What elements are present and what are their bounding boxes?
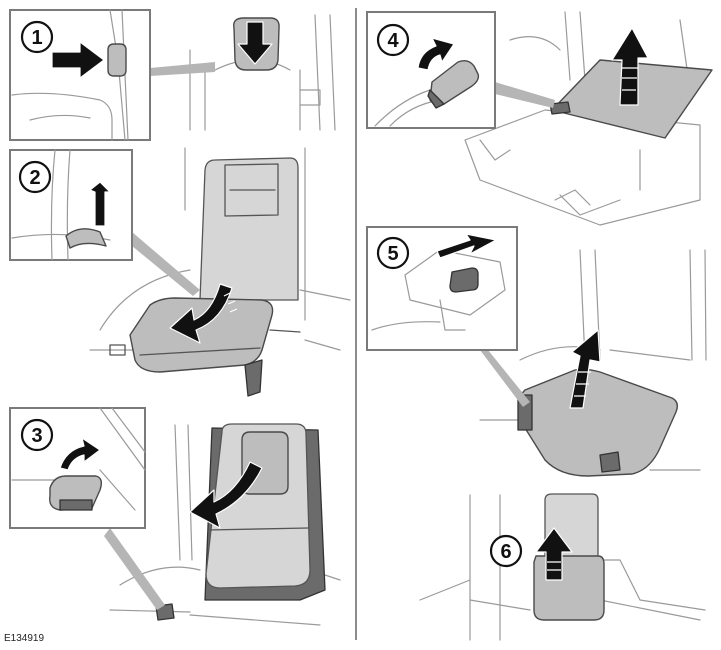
step-number-1: 1: [31, 27, 42, 49]
step-number-6: 6: [500, 541, 511, 563]
step-number-2: 2: [29, 167, 40, 189]
headrest-release-button: [107, 43, 127, 77]
seat-scene-headrest: [189, 14, 336, 131]
headrest-step6: [533, 555, 605, 621]
arrow-backrest-fold: [189, 461, 263, 529]
arrow-cushion-fold: [169, 283, 233, 344]
arrow-lift-handle: [417, 37, 455, 71]
callout-step-3: 3: [9, 407, 165, 610]
figure-reference-code: E134919: [4, 633, 44, 644]
arrow-raise-headrest: [535, 527, 573, 581]
step-number-5: 5: [387, 243, 398, 265]
seat-scene-backrest: [109, 423, 341, 626]
seat-cushion-floor: [517, 368, 679, 477]
arrow-raise-floor-panel: [611, 27, 649, 106]
callout-step-6: 6: [489, 534, 523, 568]
seat-scene-floor-panel: [464, 11, 713, 226]
step-number-3: 3: [31, 425, 42, 447]
arrow-press-button: [51, 41, 105, 79]
cushion-latch-button: [449, 267, 479, 293]
callout-step-2: 2: [9, 149, 200, 296]
callout-step-5: 5: [366, 226, 530, 407]
seat-scene-headrest-raise: [419, 493, 706, 641]
step-number-4: 4: [387, 30, 399, 52]
seat-scene-cushion-raise: [479, 249, 707, 477]
seat-cushion: [129, 297, 274, 373]
arrow-lift-lever: [59, 437, 101, 471]
arrow-headrest-down: [237, 21, 273, 65]
seat-scene-cushion: [89, 147, 351, 397]
arrow-pull-strap: [89, 181, 111, 227]
callout-step-4: 4: [366, 11, 555, 129]
arrow-raise-cushion: [569, 329, 601, 409]
cushion-release-strap: [65, 228, 107, 249]
callout-step-1: 1: [9, 9, 215, 141]
arrow-slide-latch: [436, 233, 497, 259]
